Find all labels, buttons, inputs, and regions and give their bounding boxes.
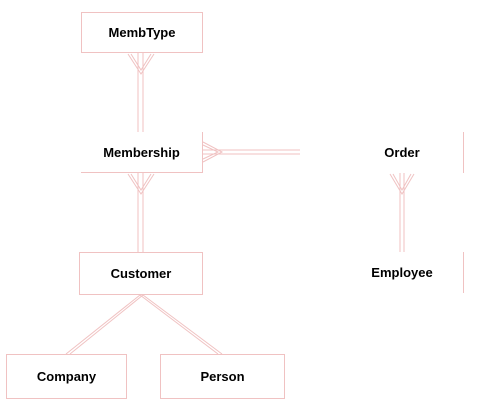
entity-label-company: Company [36,369,97,384]
entity-employee[interactable]: Employee [341,252,464,293]
entity-label-customer: Customer [110,266,172,281]
entity-label-employee: Employee [371,265,433,280]
relationship-customer-person [139,294,223,355]
relationship-membership-membtype [127,53,155,132]
entity-membership[interactable]: Membership [81,132,203,173]
entity-order[interactable]: Order [341,132,464,173]
relationship-employee-order [389,173,415,252]
relationship-customer-company [65,294,144,355]
entity-company[interactable]: Company [6,354,127,399]
entity-label-membership: Membership [103,144,180,160]
entity-label-membtype: MembType [108,25,176,40]
entity-customer[interactable]: Customer [79,252,203,295]
relationship-order-membership [202,141,300,163]
entity-person[interactable]: Person [160,354,285,399]
relationship-customer-membership [127,173,155,252]
entity-membtype[interactable]: MembType [81,12,203,53]
entity-label-order: Order [384,145,420,160]
entity-label-person: Person [200,369,245,384]
